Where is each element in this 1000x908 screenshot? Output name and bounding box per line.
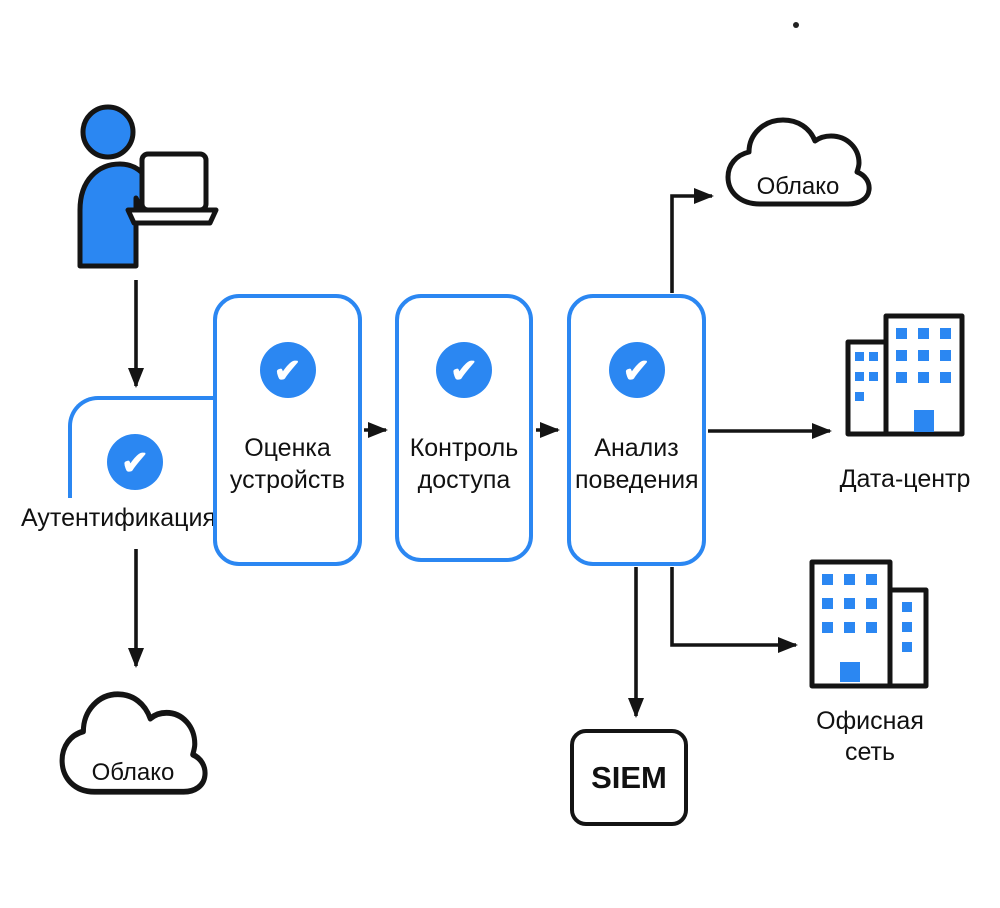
- laptop-base: [125, 207, 219, 226]
- device-assessment-label: Оценка устройств: [229, 434, 346, 494]
- check-glyph: ✔: [450, 351, 478, 389]
- behavior-analysis-label: Анализ поведения: [575, 434, 699, 494]
- person-laptop-icon: [77, 104, 219, 269]
- office-network-label: Офисная сеть: [816, 707, 924, 767]
- data-center-label: Дата-центр: [839, 465, 971, 493]
- node-siem: SIEM: [570, 729, 688, 826]
- arrow-behavior-to-office: [670, 567, 798, 653]
- check-glyph: ✔: [622, 351, 651, 389]
- decorative-dot: [793, 22, 799, 28]
- checkmark-icon: ✔: [436, 342, 492, 398]
- arrow-behavior-to-cloud-top: [670, 188, 714, 293]
- node-behavior-analysis: ✔ Анализ поведения: [567, 294, 706, 566]
- access-control-label: Контроль доступа: [409, 434, 519, 494]
- check-glyph: ✔: [273, 351, 302, 389]
- cloud-top-label: Облако: [756, 173, 840, 200]
- cloud-icon: [725, 117, 872, 207]
- check-glyph: ✔: [121, 443, 149, 481]
- checkmark-icon: ✔: [107, 434, 163, 490]
- cloud-bottom-label: Облако: [91, 759, 175, 786]
- siem-label: SIEM: [591, 759, 667, 795]
- data-center-buildings-icon: [845, 313, 965, 437]
- person-head: [80, 104, 136, 160]
- checkmark-icon: ✔: [608, 342, 665, 398]
- office-buildings-icon: [809, 559, 929, 689]
- node-device-assessment: ✔ Оценка устройств: [213, 294, 362, 566]
- node-access-control: ✔ Контроль доступа: [395, 294, 533, 562]
- cloud-icon: [59, 691, 208, 795]
- node-authentication-frame: [68, 396, 215, 498]
- checkmark-icon: ✔: [259, 342, 316, 398]
- authentication-label: Аутентификация: [21, 504, 216, 532]
